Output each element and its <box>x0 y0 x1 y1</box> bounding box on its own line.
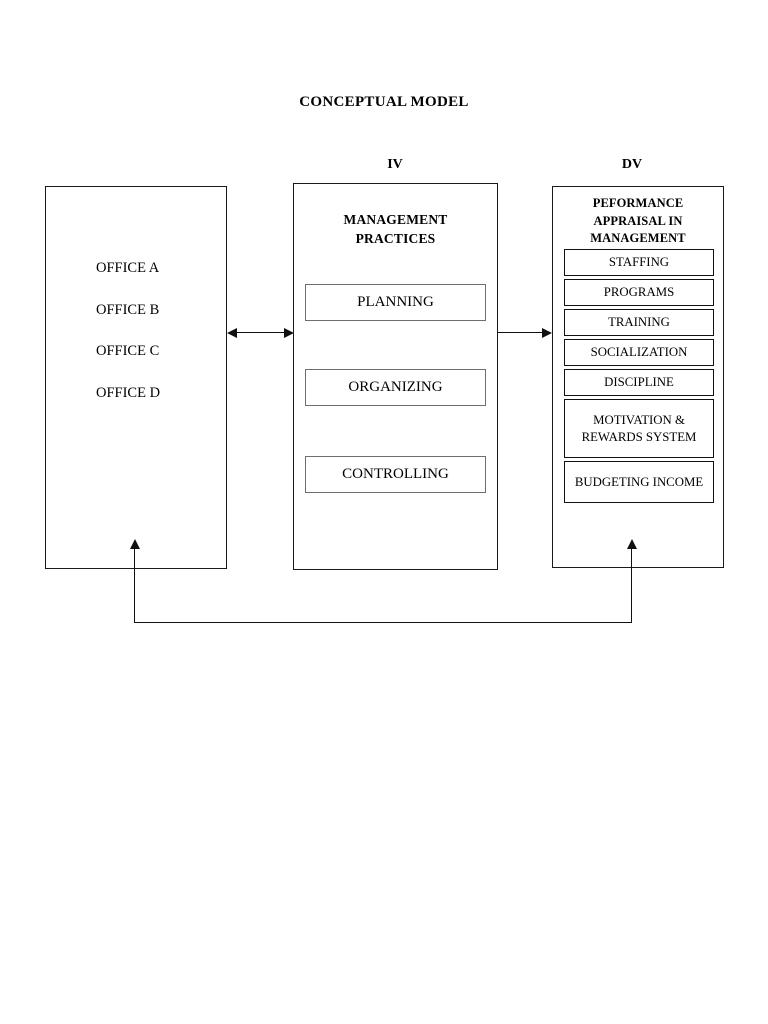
list-item: OFFICE A <box>96 260 160 276</box>
arrow-up-icon <box>626 539 637 549</box>
feedback-line-left-vertical <box>134 549 136 623</box>
offices-box: OFFICE A OFFICE B OFFICE C OFFICE D <box>45 186 227 569</box>
connector-offices-practices-line <box>236 332 286 334</box>
caption-independent-variable: IV <box>387 157 403 172</box>
arrow-up-icon <box>129 539 140 549</box>
caption-dependent-variable: DV <box>621 157 643 172</box>
appraisal-item-motivation-rewards-system: MOTIVATION & REWARDS SYSTEM <box>564 399 714 458</box>
arrow-left-icon <box>227 327 237 338</box>
feedback-line-bottom-horizontal <box>134 622 632 624</box>
practice-item-planning: PLANNING <box>305 284 486 321</box>
list-item: OFFICE B <box>96 301 160 318</box>
heading-line: MANAGEMENT <box>343 212 448 227</box>
appraisal-items-list: STAFFING PROGRAMS TRAINING SOCIALIZATION… <box>564 249 714 506</box>
appraisal-item-socialization: SOCIALIZATION <box>564 339 714 366</box>
feedback-line-right-vertical <box>631 549 633 623</box>
management-practices-box: MANAGEMENT PRACTICES PLANNING ORGANIZING… <box>293 183 498 570</box>
performance-appraisal-heading: PEFORMANCE APPRAISAL IN MANAGEMENT <box>553 195 723 248</box>
heading-line: PEFORMANCE <box>592 196 684 210</box>
list-item: OFFICE C <box>96 343 160 359</box>
list-item: OFFICE D <box>96 384 161 401</box>
page-title: CONCEPTUAL MODEL <box>299 94 469 110</box>
arrow-right-icon <box>284 327 294 338</box>
offices-list: OFFICE A OFFICE B OFFICE C OFFICE D <box>96 261 226 427</box>
appraisal-item-budgeting-income: BUDGETING INCOME <box>564 461 714 503</box>
practice-item-organizing: ORGANIZING <box>305 369 486 406</box>
appraisal-item-training: TRAINING <box>564 309 714 336</box>
appraisal-item-programs: PROGRAMS <box>564 279 714 306</box>
performance-appraisal-box: PEFORMANCE APPRAISAL IN MANAGEMENT STAFF… <box>552 186 724 568</box>
arrow-right-icon <box>542 327 552 338</box>
appraisal-item-staffing: STAFFING <box>564 249 714 276</box>
heading-line: PRACTICES <box>355 231 436 246</box>
connector-practices-appraisal-line <box>498 332 544 334</box>
heading-line: MANAGEMENT <box>590 231 686 245</box>
management-practices-heading: MANAGEMENT PRACTICES <box>294 210 497 248</box>
heading-line: APPRAISAL IN <box>593 213 683 228</box>
practice-item-controlling: CONTROLLING <box>305 456 486 493</box>
appraisal-item-discipline: DISCIPLINE <box>564 369 714 396</box>
